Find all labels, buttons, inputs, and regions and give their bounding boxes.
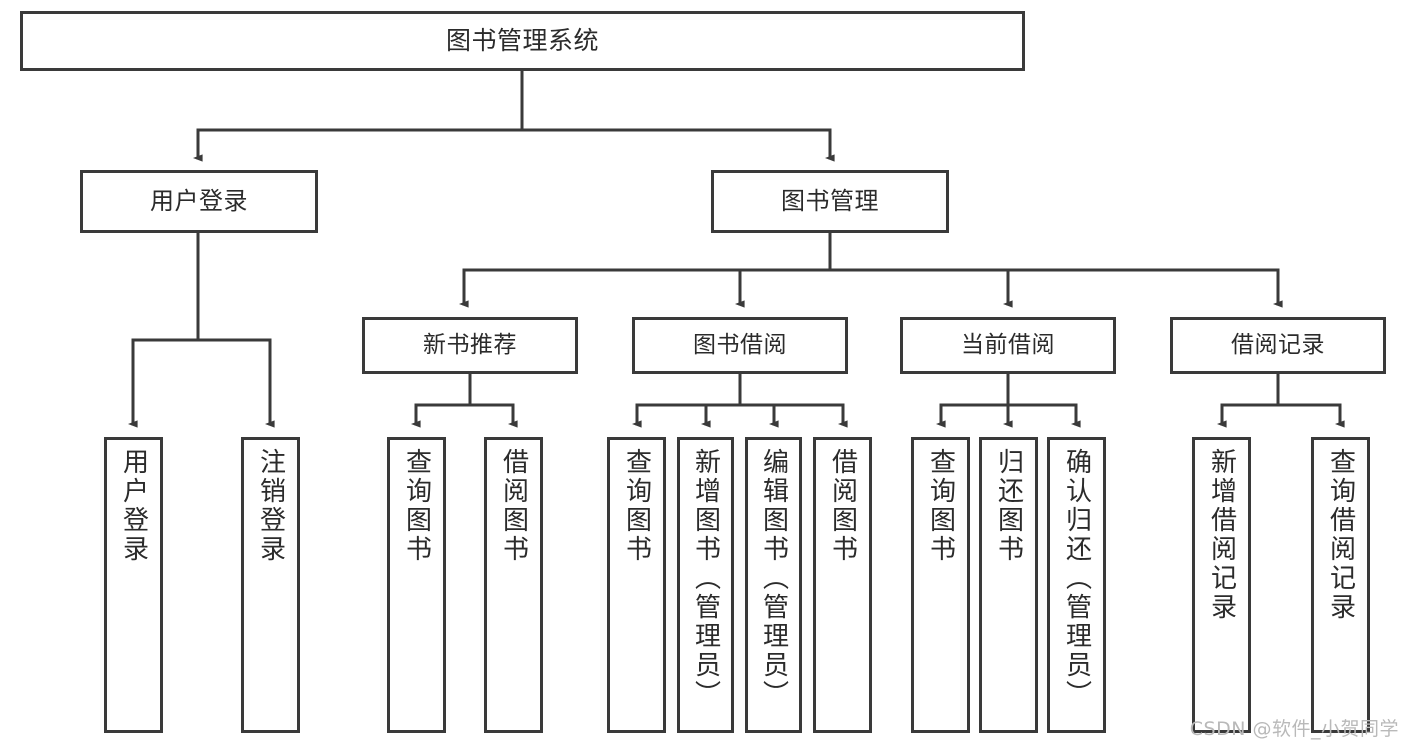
node-label: 图书借阅 bbox=[693, 331, 787, 358]
leaf-query-book-current[interactable]: 查询图书 bbox=[911, 437, 970, 733]
leaf-borrow-book[interactable]: 借阅图书 bbox=[813, 437, 872, 733]
node-new-book-recommend[interactable]: 新书推荐 bbox=[362, 317, 578, 374]
leaf-return-book[interactable]: 归还图书 bbox=[979, 437, 1038, 733]
leaf-user-login[interactable]: 用户登录 bbox=[104, 437, 163, 733]
node-label: 确认归还（管理员） bbox=[1061, 448, 1092, 709]
node-label: 借阅图书 bbox=[498, 448, 529, 564]
node-label: 新增图书（管理员） bbox=[690, 448, 721, 709]
node-label: 查询图书 bbox=[401, 448, 432, 564]
leaf-query-book-borrow[interactable]: 查询图书 bbox=[607, 437, 666, 733]
node-label: 用户登录 bbox=[150, 187, 248, 216]
node-label: 当前借阅 bbox=[961, 331, 1055, 358]
node-label: 用户登录 bbox=[118, 448, 149, 564]
leaf-confirm-return-admin[interactable]: 确认归还（管理员） bbox=[1047, 437, 1106, 733]
leaf-borrow-book-new[interactable]: 借阅图书 bbox=[484, 437, 543, 733]
leaf-query-borrow-record[interactable]: 查询借阅记录 bbox=[1311, 437, 1370, 733]
node-label: 查询借阅记录 bbox=[1325, 448, 1356, 622]
watermark-text: CSDN @软件_小贺同学 bbox=[1189, 718, 1399, 740]
node-label: 查询图书 bbox=[925, 448, 956, 564]
node-label: 图书管理系统 bbox=[445, 26, 599, 56]
node-user-login[interactable]: 用户登录 bbox=[80, 170, 318, 233]
leaf-edit-book-admin[interactable]: 编辑图书（管理员） bbox=[745, 437, 802, 733]
leaf-add-book-admin[interactable]: 新增图书（管理员） bbox=[677, 437, 734, 733]
node-label: 借阅记录 bbox=[1231, 331, 1325, 358]
node-root-system[interactable]: 图书管理系统 bbox=[20, 11, 1025, 71]
node-book-borrow[interactable]: 图书借阅 bbox=[632, 317, 848, 374]
leaf-user-logout[interactable]: 注销登录 bbox=[241, 437, 300, 733]
node-label: 新书推荐 bbox=[423, 331, 517, 358]
node-borrow-record[interactable]: 借阅记录 bbox=[1170, 317, 1386, 374]
node-label: 新增借阅记录 bbox=[1206, 448, 1237, 622]
leaf-add-borrow-record[interactable]: 新增借阅记录 bbox=[1192, 437, 1251, 733]
node-label: 编辑图书（管理员） bbox=[758, 448, 789, 709]
node-book-management[interactable]: 图书管理 bbox=[711, 170, 949, 233]
leaf-query-book-new[interactable]: 查询图书 bbox=[387, 437, 446, 733]
node-label: 归还图书 bbox=[993, 448, 1024, 564]
node-current-borrow[interactable]: 当前借阅 bbox=[900, 317, 1116, 374]
node-label: 查询图书 bbox=[621, 448, 652, 564]
node-label: 图书管理 bbox=[781, 187, 879, 216]
node-label: 借阅图书 bbox=[827, 448, 858, 564]
node-label: 注销登录 bbox=[255, 448, 286, 564]
